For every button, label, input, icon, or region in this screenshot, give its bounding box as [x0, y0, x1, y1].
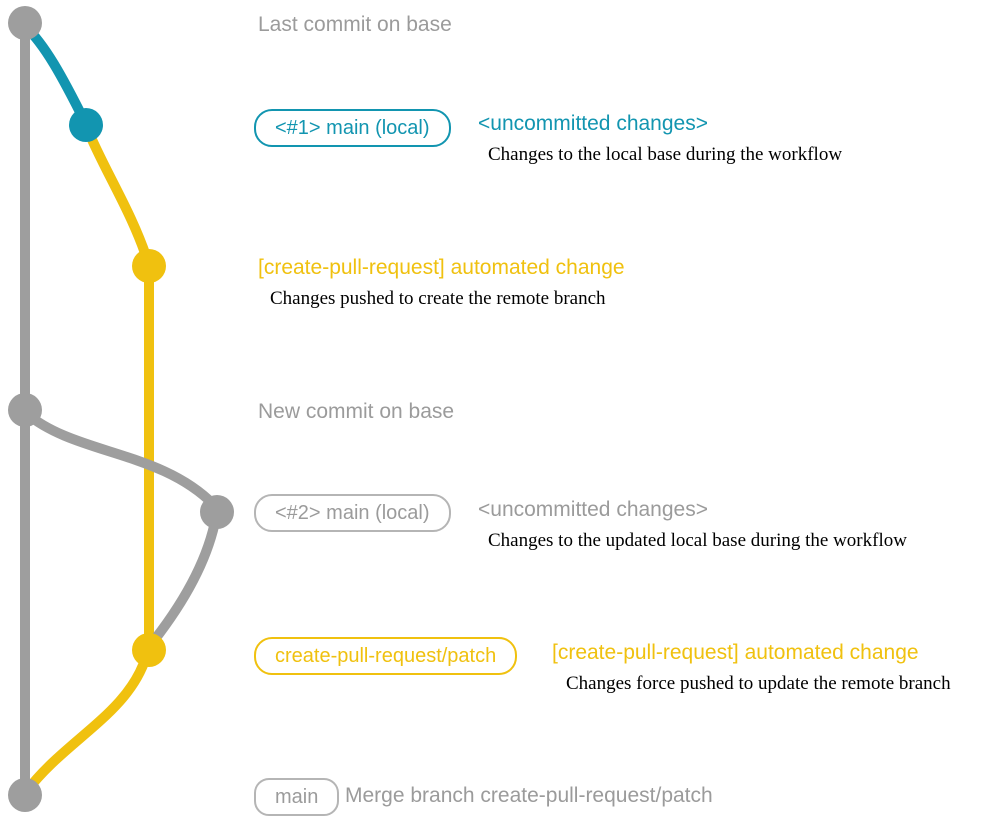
branch-badge-patch-label: create-pull-request/patch — [275, 645, 497, 667]
commit-description-automated-1: Changes pushed to create the remote bran… — [270, 288, 606, 309]
commit-node-patch-2 — [132, 633, 166, 667]
label-new-commit-on-base: New commit on base — [258, 400, 455, 423]
commit-description-uncommitted-2: Changes to the updated local base during… — [488, 530, 907, 551]
commit-node-last-base — [8, 6, 42, 40]
branch-badge-main-local-1: <#1> main (local) — [254, 109, 451, 147]
branch-badge-main: main — [254, 778, 340, 816]
patch-branch-curve-top — [82, 123, 153, 267]
commit-message-automated-1: [create-pull-request] automated change — [258, 256, 625, 279]
commit-node-merge — [8, 778, 42, 812]
commit-node-local-1 — [69, 108, 103, 142]
label-last-commit-on-base: Last commit on base — [258, 13, 452, 36]
commit-message-merge: Merge branch create-pull-request/patch — [345, 784, 713, 807]
patch-merge-curve — [21, 652, 151, 797]
local-branch-curve — [20, 21, 90, 127]
commit-description-uncommitted-1: Changes to the local base during the wor… — [488, 144, 843, 165]
local2-branch-in-curve — [147, 512, 221, 648]
commit-node-local-2 — [200, 495, 234, 529]
commit-message-uncommitted-1: <uncommitted changes> — [478, 112, 708, 135]
branch-badge-patch: create-pull-request/patch — [254, 637, 518, 675]
branch-badge-main-local-2-label: <#2> main (local) — [275, 502, 430, 524]
commit-message-automated-2: [create-pull-request] automated change — [552, 641, 919, 664]
branch-badge-main-label: main — [275, 786, 319, 808]
local2-branch-out-curve — [21, 408, 219, 510]
commit-description-automated-2: Changes force pushed to update the remot… — [566, 673, 951, 694]
commit-node-patch-1 — [132, 249, 166, 283]
branch-badge-main-local-2: <#2> main (local) — [254, 494, 451, 532]
branch-badge-main-local-1-label: <#1> main (local) — [275, 117, 430, 139]
commit-node-new-base — [8, 393, 42, 427]
commit-message-uncommitted-2: <uncommitted changes> — [478, 498, 708, 521]
